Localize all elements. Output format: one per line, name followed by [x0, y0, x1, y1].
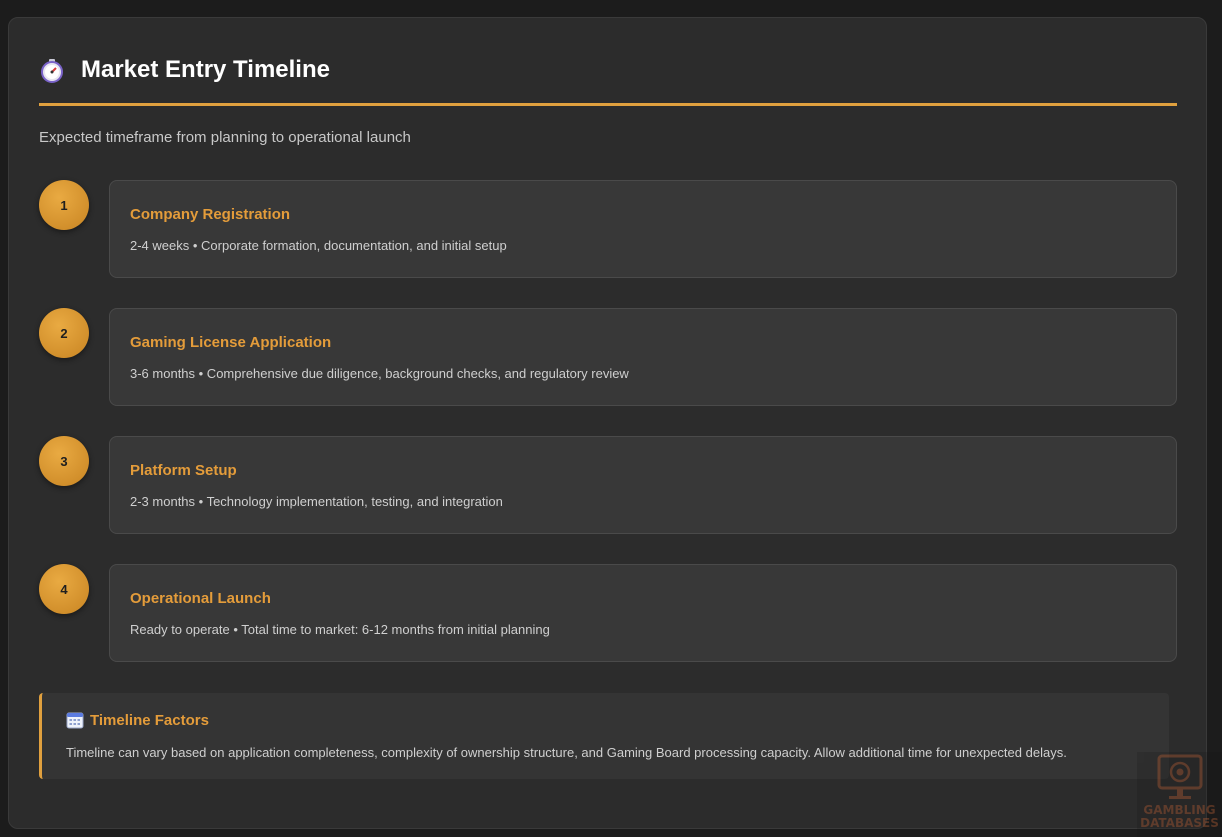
watermark-logo: GAMBLING DATABASES: [1137, 752, 1222, 837]
monitor-chip-icon: [1157, 754, 1202, 799]
step-card: Gaming License Application 3-6 months • …: [109, 308, 1177, 406]
factors-header: Timeline Factors: [66, 711, 209, 729]
step-title: Gaming License Application: [130, 334, 332, 351]
step-description: 2-3 months • Technology implementation, …: [130, 494, 503, 509]
stopwatch-icon: [39, 58, 65, 84]
step-card: Platform Setup 2-3 months • Technology i…: [109, 436, 1177, 534]
calendar-icon: [66, 711, 84, 729]
step-description: 2-4 weeks • Corporate formation, documen…: [130, 238, 507, 253]
page-title: Market Entry Timeline: [81, 56, 330, 83]
timeline-step: 4 Operational Launch Ready to operate • …: [39, 564, 1177, 662]
timeline-factors-note: Timeline Factors Timeline can vary based…: [39, 693, 1169, 779]
step-number-badge: 2: [39, 308, 89, 358]
step-number-badge: 4: [39, 564, 89, 614]
step-title: Platform Setup: [130, 462, 237, 479]
watermark-line1: GAMBLING: [1143, 803, 1216, 817]
factors-text: Timeline can vary based on application c…: [66, 745, 1067, 760]
timeline-card: Market Entry Timeline Expected timeframe…: [8, 17, 1207, 829]
step-card: Company Registration 2-4 weeks • Corpora…: [109, 180, 1177, 278]
step-number-badge: 1: [39, 180, 89, 230]
step-card: Operational Launch Ready to operate • To…: [109, 564, 1177, 662]
step-title: Operational Launch: [130, 590, 271, 607]
timeline-step: 3 Platform Setup 2-3 months • Technology…: [39, 436, 1177, 534]
card-header: Market Entry Timeline: [39, 54, 1177, 106]
step-title: Company Registration: [130, 206, 291, 223]
factors-title: Timeline Factors: [90, 711, 209, 729]
step-description: Ready to operate • Total time to market:…: [130, 622, 550, 637]
timeline-step: 2 Gaming License Application 3-6 months …: [39, 308, 1177, 406]
step-number-badge: 3: [39, 436, 89, 486]
page-subtitle: Expected timeframe from planning to oper…: [39, 129, 411, 146]
watermark-line2: DATABASES: [1140, 816, 1219, 830]
step-description: 3-6 months • Comprehensive due diligence…: [130, 366, 629, 381]
timeline-step: 1 Company Registration 2-4 weeks • Corpo…: [39, 180, 1177, 278]
